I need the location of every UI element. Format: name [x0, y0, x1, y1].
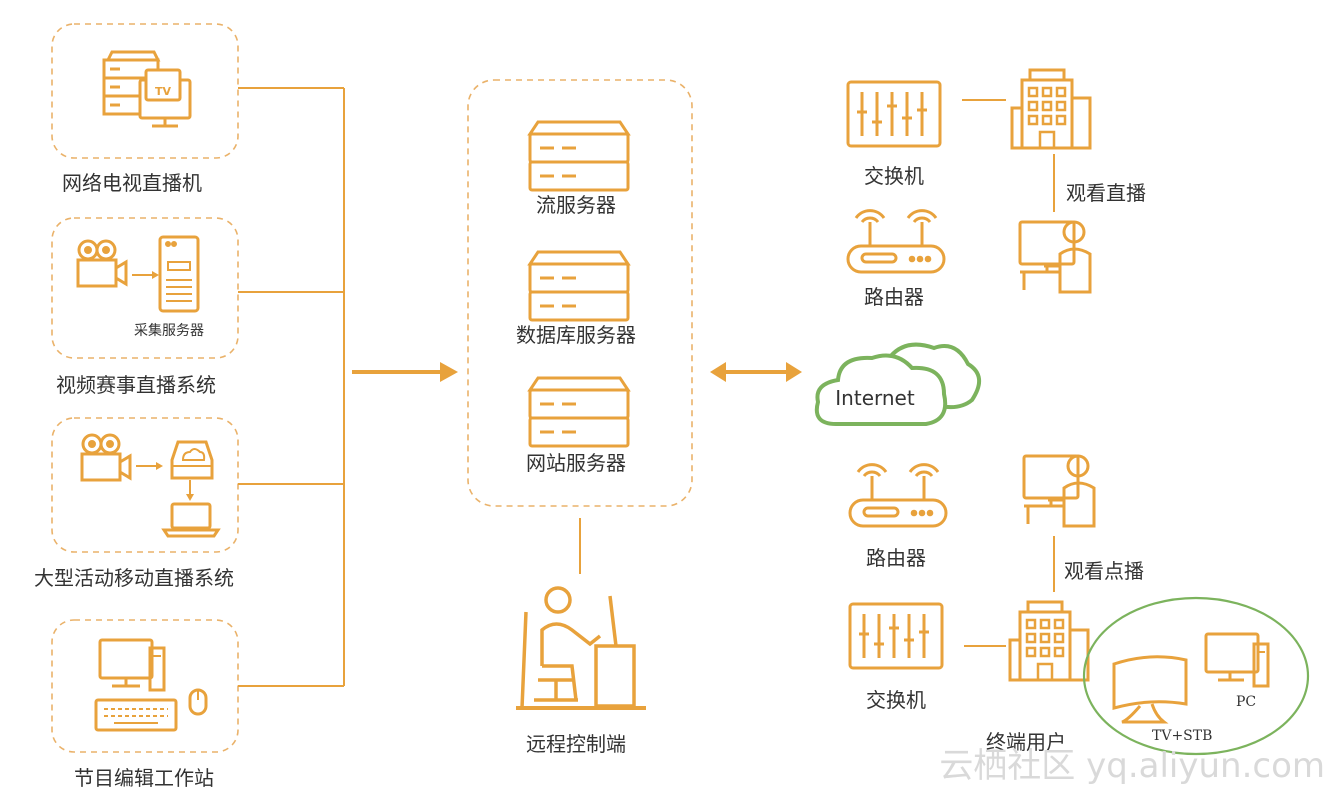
- internet-label: Internet: [835, 386, 915, 410]
- source-box-tv-live: [51, 23, 239, 159]
- server-tv-icon-text: TV: [155, 85, 172, 98]
- camera-cloud-laptop-icon: [80, 433, 221, 538]
- person-pc-icon-vod: [1022, 454, 1096, 528]
- camera-to-server-icon: [76, 235, 200, 313]
- vod-router-label: 路由器: [866, 546, 926, 570]
- source-label-event: 大型活动移动直播系统: [34, 566, 234, 590]
- pc-icon: [1204, 632, 1270, 688]
- switch-icon-live: [846, 80, 942, 148]
- database-server-label: 数据库服务器: [516, 323, 636, 347]
- database-server-icon: [530, 252, 628, 320]
- source-label-sports: 视频赛事直播系统: [56, 373, 216, 397]
- source-label-tv-live: 网络电视直播机: [62, 171, 202, 195]
- operator-desk-icon: [516, 586, 646, 710]
- desktop-workstation-icon: [94, 638, 208, 732]
- arrow-to-servers: [352, 362, 458, 382]
- source-connectors: [238, 87, 345, 687]
- stream-server-icon: [530, 122, 628, 190]
- tv-stb-label: TV+STB: [1152, 728, 1213, 744]
- person-pc-icon-live: [1018, 220, 1092, 294]
- source-label-editing: 节目编辑工作站: [74, 766, 214, 790]
- web-server-icon: [530, 378, 628, 446]
- router-icon-vod: [848, 463, 948, 528]
- source-box-sports: [51, 217, 239, 359]
- building-icon-vod: [1008, 600, 1090, 682]
- terminal-user-label: 终端用户: [986, 730, 1066, 754]
- watch-live-label: 观看直播: [1066, 181, 1146, 205]
- live-switch-label: 交换机: [864, 164, 924, 188]
- cloud-icon: [814, 342, 981, 426]
- server-tv-icon: [102, 50, 192, 128]
- capture-server-label: 采集服务器: [134, 323, 204, 339]
- web-server-label: 网站服务器: [526, 451, 626, 475]
- source-box-event: [51, 417, 239, 553]
- stream-server-label: 流服务器: [536, 193, 616, 217]
- router-icon-live: [846, 209, 946, 274]
- building-icon-live: [1010, 68, 1092, 150]
- bidirectional-arrow: [710, 362, 802, 382]
- watermark: 云栖社区 yq.aliyun.com: [939, 746, 1325, 786]
- server-cluster-box: [467, 79, 693, 507]
- watch-vod-label: 观看点播: [1064, 559, 1144, 583]
- remote-control-label: 远程控制端: [526, 732, 626, 756]
- vod-switch-label: 交换机: [866, 688, 926, 712]
- terminal-devices-group: [1082, 596, 1310, 756]
- tv-stb-icon: [1112, 655, 1188, 724]
- switch-icon-vod: [848, 602, 944, 670]
- pc-label: PC: [1236, 694, 1257, 710]
- live-router-label: 路由器: [864, 285, 924, 309]
